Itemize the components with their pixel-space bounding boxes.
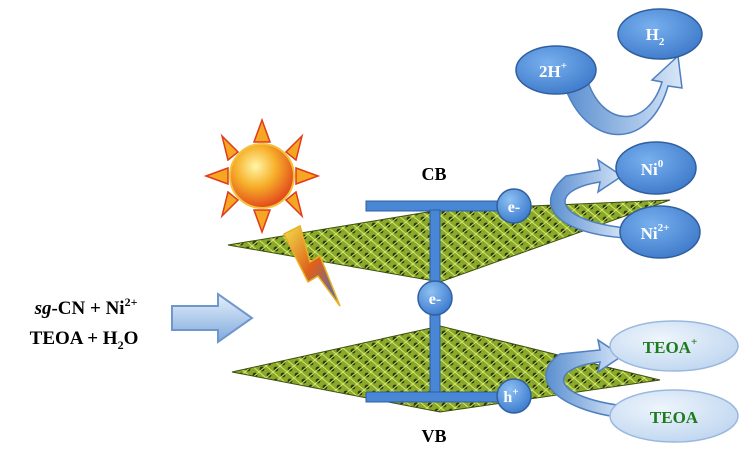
electron-mid-label: e-	[429, 291, 441, 308]
ni2-oval: Ni2+	[619, 205, 701, 259]
top-sheet	[227, 199, 671, 283]
sun-icon	[203, 117, 321, 235]
teoa-label: TEOA	[650, 408, 699, 427]
cb-label: CB	[421, 164, 446, 184]
teoa-oval: TEOA	[609, 389, 739, 443]
reactants-line2: TEOA + H2O	[30, 328, 139, 352]
electron-cb-ball: e-	[496, 188, 532, 224]
reactants-line1: sg-CN + Ni2+	[34, 295, 138, 319]
electron-mid-ball: e-	[417, 280, 453, 316]
hole-ball: h+	[496, 378, 532, 414]
teoa-plus-label: TEOA+	[643, 336, 697, 357]
h-plus-label: 2H+	[539, 60, 567, 81]
h2-label: H2	[646, 25, 665, 48]
hole-label: h+	[503, 386, 518, 406]
ni2-label: Ni2+	[641, 222, 670, 243]
h-plus-oval: 2H+	[515, 45, 597, 95]
h2-oval: H2	[617, 8, 703, 60]
vb-label: VB	[421, 426, 446, 446]
electron-cb-label: e-	[508, 199, 520, 216]
teoa-plus-oval: TEOA+	[609, 320, 739, 372]
input-arrow-icon	[171, 292, 254, 344]
ni0-oval: Ni0	[615, 141, 697, 195]
lightning-icon	[282, 224, 341, 307]
h2-evolution-arrow-icon	[565, 54, 683, 136]
ni0-label: Ni0	[641, 158, 664, 179]
